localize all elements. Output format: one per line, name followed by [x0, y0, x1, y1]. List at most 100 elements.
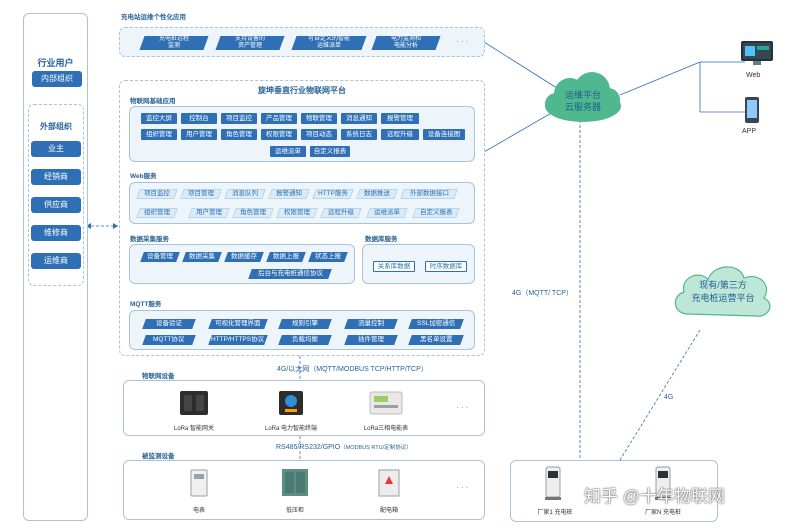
monitored-more: · · · [456, 483, 469, 492]
basic-app-7[interactable]: 组织管理 [141, 129, 177, 140]
mqtt-panel: 设备验证 可视化管理界面 规则引擎 流量控制 SSL加密通信 MQTT协议 HT… [129, 310, 475, 350]
web-service-9[interactable]: 角色管理 [232, 208, 274, 218]
org-item-distributor[interactable]: 经销商 [31, 169, 81, 185]
collect-item-4[interactable]: 状态上报 [308, 252, 348, 262]
basic-app-16[interactable]: 自定义报表 [310, 146, 350, 157]
basic-app-15[interactable]: 运维派单 [270, 146, 306, 157]
db-item-0[interactable]: 关系库数据 [373, 261, 415, 272]
basic-app-11[interactable]: 项目动态 [301, 129, 337, 140]
basic-app-4[interactable]: 物联管理 [301, 113, 337, 124]
collect-item-0[interactable]: 设备管理 [140, 252, 180, 262]
monitored-device-label-0: 电表 [192, 508, 205, 514]
ops-cloud-line2: 云服务器 [564, 102, 601, 112]
web-service-8[interactable]: 用户管理 [188, 208, 230, 218]
app-client-label: APP [742, 128, 757, 135]
app-phone-icon[interactable] [744, 96, 760, 124]
field-protocol-label: RS485/RS232/GPIO（MODBUS RTU/定制协议） [276, 444, 412, 451]
top-apps-title: 充电站运维个性化应用 [121, 14, 186, 21]
web-service-12[interactable]: 运维派单 [366, 208, 408, 218]
mqtt-item-4[interactable]: SSL加密通信 [408, 319, 464, 329]
mqtt-title: MQTT服务 [130, 301, 162, 308]
basic-app-12[interactable]: 系统日志 [341, 129, 377, 140]
charger-panel: 厂家1 充电桩 厂家N 充电桩 [510, 460, 718, 522]
top-app-item-3[interactable]: 电力监测和 电能分析 [371, 36, 441, 50]
org-item-supplier[interactable]: 供应商 [31, 197, 81, 213]
iot-device-label-2: LoRa三相电能表 [363, 426, 409, 432]
external-org-title: 外部组织 [40, 122, 72, 131]
mqtt-item-2[interactable]: 规则引擎 [278, 319, 332, 329]
monitored-devices-panel: 电表 低压柜 配电箱 · · · [123, 460, 485, 520]
org-item-owner[interactable]: 业主 [31, 141, 81, 157]
collect-item-1[interactable]: 数据采集 [182, 252, 222, 262]
mqtt-item-3[interactable]: 流量控制 [344, 319, 398, 329]
charger-1-label: 厂家1 充电桩 [537, 510, 573, 516]
mqtt-item-5[interactable]: MQTT协议 [142, 335, 196, 345]
basic-app-1[interactable]: 控制台 [181, 113, 217, 124]
web-service-11[interactable]: 远程升级 [320, 208, 362, 218]
org-item-repairer[interactable]: 维修商 [31, 225, 81, 241]
industry-users-panel: 行业用户 内部组织 外部组织 业主 经销商 供应商 维修商 运维商 [23, 13, 88, 521]
basic-app-13[interactable]: 远程升级 [381, 129, 419, 140]
basic-app-14[interactable]: 设备连接图 [423, 129, 465, 140]
platform-title: 旋坤垂直行业物联网平台 [258, 86, 346, 95]
collect-item-5[interactable]: 后台与充电桩通信协议 [248, 269, 332, 279]
top-app-more: · · · [456, 37, 469, 46]
web-service-7[interactable]: 组织管理 [136, 208, 178, 218]
basic-app-6[interactable]: 报警管理 [381, 113, 419, 124]
internal-org-button[interactable]: 内部组织 [32, 71, 82, 87]
web-monitor-icon[interactable] [740, 40, 774, 66]
third-party-cloud-icon [674, 266, 771, 317]
monitored-devices-title: 被监测设备 [142, 453, 175, 460]
web-service-5[interactable]: 数据推送 [356, 189, 398, 199]
mqtt-item-8[interactable]: 插件管理 [344, 335, 398, 345]
basic-app-10[interactable]: 权限管理 [261, 129, 297, 140]
charger-1-icon [545, 466, 561, 500]
web-service-6[interactable]: 外部数据接口 [400, 189, 458, 199]
collect-item-2[interactable]: 数据缓存 [224, 252, 264, 262]
third-party-cloud-line2: 充电桩运营平台 [691, 293, 755, 303]
web-service-13[interactable]: 自定义报表 [412, 208, 460, 218]
watermark: 知乎 @十年物联网 [584, 487, 725, 506]
lora-power-terminal-icon [279, 391, 303, 415]
link-4g-label: 4G [664, 394, 674, 401]
basic-app-2[interactable]: 项目监控 [221, 113, 257, 124]
top-app-item-0[interactable]: 充电桩远程 监测 [139, 36, 209, 50]
basic-app-8[interactable]: 用户管理 [181, 129, 217, 140]
mqtt-item-1[interactable]: 可视化管理界面 [208, 319, 268, 329]
iot-devices-title: 物联网设备 [142, 373, 175, 380]
db-item-1[interactable]: 时序数据库 [425, 261, 467, 272]
monitored-device-label-1: 低压柜 [285, 508, 304, 514]
low-voltage-cabinet-icon [282, 469, 308, 496]
data-collection-title: 数据采集服务 [130, 236, 169, 243]
web-service-10[interactable]: 权限管理 [276, 208, 318, 218]
basic-app-3[interactable]: 产品管理 [261, 113, 297, 124]
lora-three-phase-meter-icon [369, 391, 403, 415]
top-apps-panel: 充电桩远程 监测 支持设备的 资产管理 可自定义的智能 运维派单 电力监测和 电… [119, 27, 485, 57]
electric-meter-icon [190, 469, 208, 497]
distribution-box-icon [378, 469, 400, 497]
mqtt-item-0[interactable]: 设备验证 [142, 319, 196, 329]
basic-app-5[interactable]: 消息通知 [341, 113, 377, 124]
web-service-1[interactable]: 项目管理 [180, 189, 222, 199]
basic-app-9[interactable]: 角色管理 [221, 129, 257, 140]
third-party-cloud-line1: 现有/第三方 [699, 280, 747, 290]
mqtt-item-6[interactable]: HTTP/HTTPS协议 [208, 335, 268, 345]
top-app-item-2[interactable]: 可自定义的智能 运维派单 [291, 36, 367, 50]
basic-apps-panel: 监控大屏 控制台 项目监控 产品管理 物联管理 消息通知 报警管理 组织管理 用… [129, 106, 475, 162]
mqtt-item-7[interactable]: 负载均衡 [278, 335, 332, 345]
basic-app-0[interactable]: 监控大屏 [141, 113, 177, 124]
iot-device-label-1: LoRa 电力智能终端 [264, 426, 317, 432]
network-protocol-label: 4G/以太网（MQTT/MODBUS TCP/HTTP/TCP） [277, 366, 428, 373]
top-app-item-1[interactable]: 支持设备的 资产管理 [215, 36, 285, 50]
org-item-operator[interactable]: 运维商 [31, 253, 81, 269]
web-service-2[interactable]: 消息队列 [224, 189, 266, 199]
charger-n-icon [655, 466, 671, 500]
ops-cloud-icon [545, 72, 621, 122]
basic-apps-title: 物联网基础应用 [130, 98, 176, 105]
web-service-4[interactable]: HTTP服务 [312, 189, 354, 199]
web-services-title: Web服务 [130, 173, 157, 180]
web-service-0[interactable]: 项目监控 [136, 189, 178, 199]
mqtt-item-9[interactable]: 黑名单设置 [408, 335, 464, 345]
collect-item-3[interactable]: 数据上报 [266, 252, 306, 262]
web-service-3[interactable]: 报警通知 [268, 189, 310, 199]
